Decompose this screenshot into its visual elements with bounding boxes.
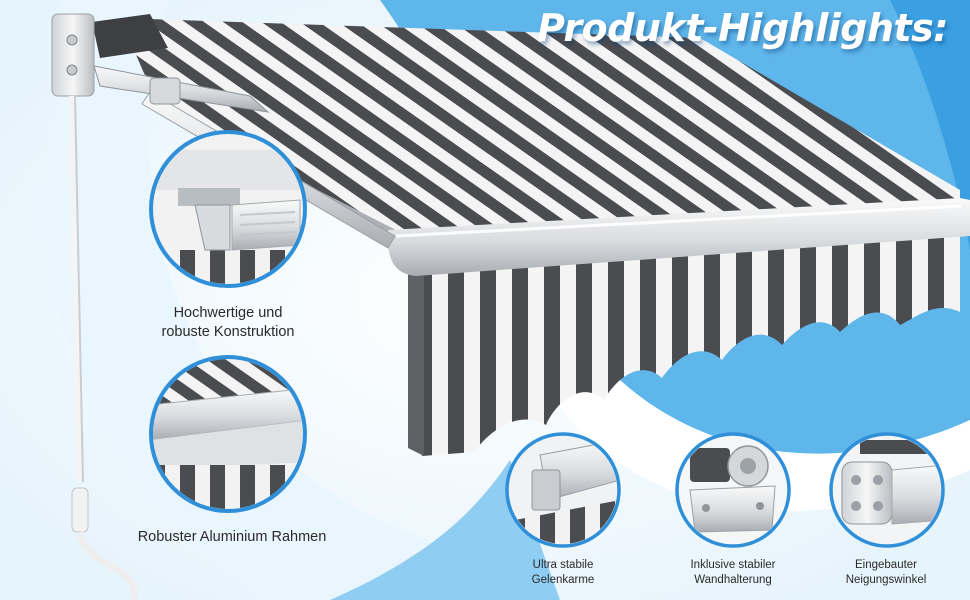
caption-line: Eingebauter xyxy=(854,559,918,571)
bracket-bolt xyxy=(66,64,78,76)
front-profile-bar xyxy=(387,198,970,276)
caption-line: Wandhalterung xyxy=(694,573,772,586)
roller-tube xyxy=(92,14,168,58)
caption-line: Neigungswinkel xyxy=(845,573,927,586)
caption-line: Inklusive stabiler xyxy=(690,559,776,571)
crank-rod xyxy=(68,95,84,483)
crank-rod-shade xyxy=(74,95,84,483)
caption-line: Gelenkarme xyxy=(531,573,595,586)
awning-valance xyxy=(422,232,960,456)
caption-aluminium-frame: Robuster Aluminium Rahmen xyxy=(116,528,348,547)
caption-line: robuste Konstruktion xyxy=(161,323,295,340)
awning-fabric-top xyxy=(120,18,960,232)
caption-line: Robuster Aluminium Rahmen xyxy=(137,529,327,545)
crank-handle-bend xyxy=(76,531,139,600)
background-swoosh xyxy=(890,0,970,250)
valance-side xyxy=(408,260,424,456)
arm-joint xyxy=(149,77,181,105)
folding-arm xyxy=(93,65,270,113)
detail-tilt-angle xyxy=(829,432,945,548)
detail-aluminium-frame xyxy=(149,355,307,513)
caption-line: Hochwertige und xyxy=(173,305,283,321)
caption-tilt-angle: Eingebauter Neigungswinkel xyxy=(820,558,952,587)
bracket-bolt xyxy=(66,34,78,46)
front-profile-highlight xyxy=(395,204,963,238)
detail-construction xyxy=(149,130,307,288)
caption-folding-arms: Ultra stabile Gelenkarme xyxy=(512,558,614,587)
wall-bracket xyxy=(51,13,95,97)
crank-handle-grip xyxy=(71,487,89,533)
caption-line: Ultra stabile xyxy=(532,559,594,571)
caption-wall-bracket: Inklusive stabiler Wandhalterung xyxy=(662,558,804,587)
detail-wall-bracket xyxy=(675,432,791,548)
caption-construction: Hochwertige und robuste Konstruktion xyxy=(140,304,316,341)
headline: Produkt-Highlights: xyxy=(537,6,948,50)
detail-folding-arms xyxy=(505,432,621,548)
background-blue-corner xyxy=(330,460,560,600)
